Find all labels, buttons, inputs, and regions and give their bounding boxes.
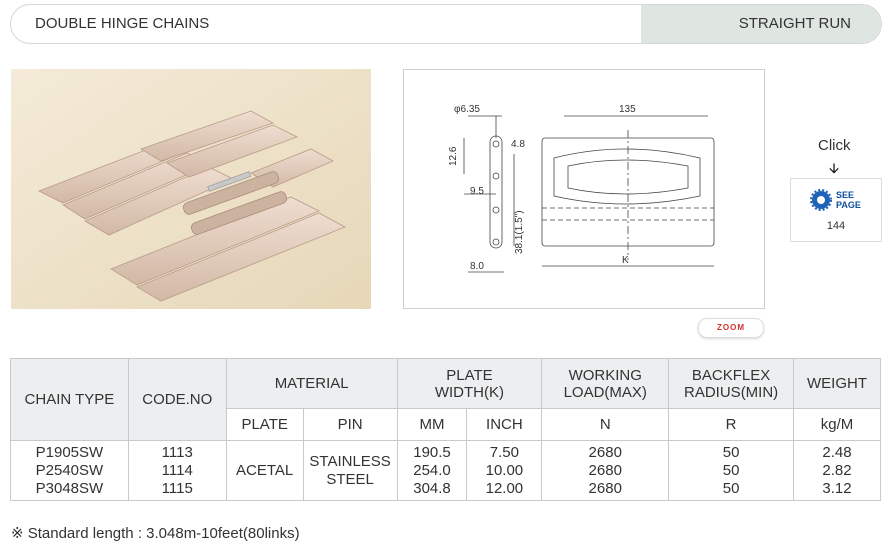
dim-38-1: 38.1(1.5") — [514, 210, 525, 254]
sub-inch: INCH — [466, 408, 543, 441]
section-tab-label: STRAIGHT RUN — [738, 15, 851, 32]
col-code-no: CODE.NO — [127, 358, 227, 441]
dim-diameter: φ6.35 — [454, 104, 480, 115]
arrow-down-icon: 🡫 — [829, 160, 840, 176]
col-weight: WEIGHT — [793, 358, 881, 409]
standard-length-note: ※ Standard length : 3.048m-10feet(80link… — [11, 525, 300, 542]
chain-photo — [11, 69, 371, 309]
section-tab: STRAIGHT RUN — [641, 5, 881, 43]
col-material: MATERIAL — [225, 358, 398, 409]
sub-mm: MM — [396, 408, 468, 441]
page-number: 144 — [826, 220, 846, 232]
header-title: DOUBLE HINGE CHAINS — [35, 15, 210, 32]
see-label: SEE — [836, 190, 855, 200]
dim-9-5: 9.5 — [470, 186, 484, 197]
gear-icon — [810, 189, 832, 211]
dim-4-8: 4.8 — [511, 139, 525, 150]
dim-12-6: 12.6 — [448, 146, 459, 166]
sub-kgm: kg/M — [793, 408, 881, 441]
page-label: PAGE — [836, 200, 861, 210]
dim-k: K — [622, 255, 629, 266]
click-label: Click — [818, 137, 851, 154]
sub-n: N — [541, 408, 670, 441]
sub-pin: PIN — [302, 408, 398, 441]
sub-r: R — [668, 408, 795, 441]
cell-plate-material: ACETAL — [225, 440, 304, 501]
zoom-button[interactable]: ZOOM — [698, 318, 764, 338]
dim-135: 135 — [619, 104, 636, 115]
page-header: DOUBLE HINGE CHAINS STRAIGHT RUN — [10, 4, 882, 44]
col-chain-type: CHAIN TYPE — [10, 358, 129, 441]
sub-plate: PLATE — [225, 408, 304, 441]
see-page-link[interactable]: SEE PAGE 144 — [790, 178, 882, 242]
technical-drawing: φ6.35 135 4.8 12.6 9.5 38.1(1.5") 8.0 K — [403, 69, 765, 309]
dim-8-0: 8.0 — [470, 261, 484, 272]
header-row-2: PLATE PIN MM INCH N R kg/M — [11, 408, 881, 441]
